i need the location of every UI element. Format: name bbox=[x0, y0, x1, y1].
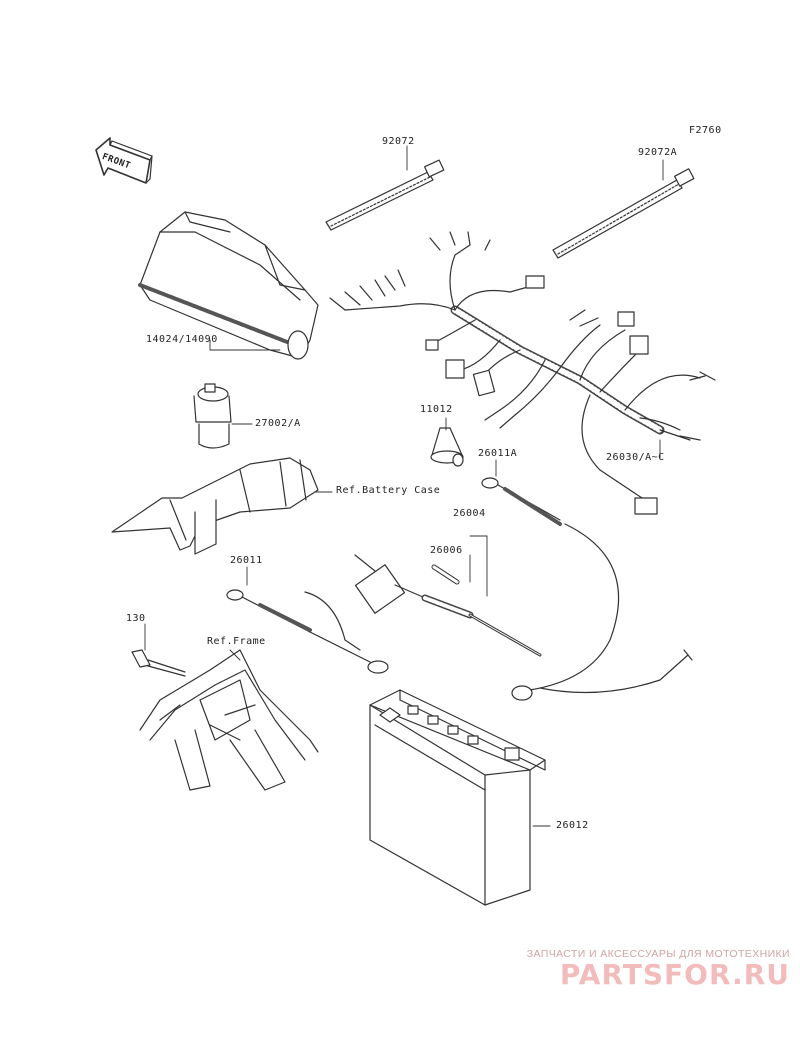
figure-code: F2760 bbox=[689, 125, 722, 136]
label-27002: 27002/A bbox=[255, 418, 301, 429]
cable-26004 bbox=[354, 554, 542, 657]
label-14024: 14024/14090 bbox=[146, 334, 218, 345]
label-26030: 26030/A~C bbox=[606, 452, 665, 463]
label-26012: 26012 bbox=[556, 820, 589, 831]
watermark-tagline: ЗАПЧАСТИ И АКСЕССУАРЫ ДЛЯ МОТОТЕХНИКИ bbox=[526, 948, 790, 960]
cable-tie-92072 bbox=[325, 159, 445, 231]
relay-27002 bbox=[193, 383, 232, 449]
wiring-harness-26030 bbox=[329, 231, 716, 515]
label-26004: 26004 bbox=[453, 508, 486, 519]
cable-26011a bbox=[481, 477, 693, 701]
front-arrow-icon bbox=[95, 137, 153, 184]
label-92072a: 92072A bbox=[638, 147, 678, 158]
watermark-logo: PARTSFOR.RU bbox=[559, 958, 790, 991]
battery-26012 bbox=[369, 689, 546, 906]
label-ref-battery-case: Ref.Battery Case bbox=[336, 485, 441, 496]
frame-section bbox=[139, 649, 319, 791]
label-130: 130 bbox=[126, 613, 146, 624]
cable-26011 bbox=[226, 589, 389, 674]
label-26011: 26011 bbox=[230, 555, 263, 566]
label-92072: 92072 bbox=[382, 136, 415, 147]
label-ref-frame: Ref.Frame bbox=[207, 636, 266, 647]
label-11012: 11012 bbox=[420, 404, 453, 415]
label-26011a: 26011A bbox=[478, 448, 518, 459]
cable-tie-92072a bbox=[552, 168, 695, 259]
watermark: ЗАПЧАСТИ И АКСЕССУАРЫ ДЛЯ МОТОТЕХНИКИ PA… bbox=[470, 948, 790, 990]
label-26006: 26006 bbox=[430, 545, 463, 556]
leader-lines bbox=[144, 145, 664, 827]
pipe-26006 bbox=[431, 564, 460, 585]
cap-11012 bbox=[430, 427, 464, 467]
cover-14024 bbox=[138, 211, 319, 360]
battery-case-bracket bbox=[111, 457, 319, 555]
bolt-130 bbox=[131, 649, 186, 677]
